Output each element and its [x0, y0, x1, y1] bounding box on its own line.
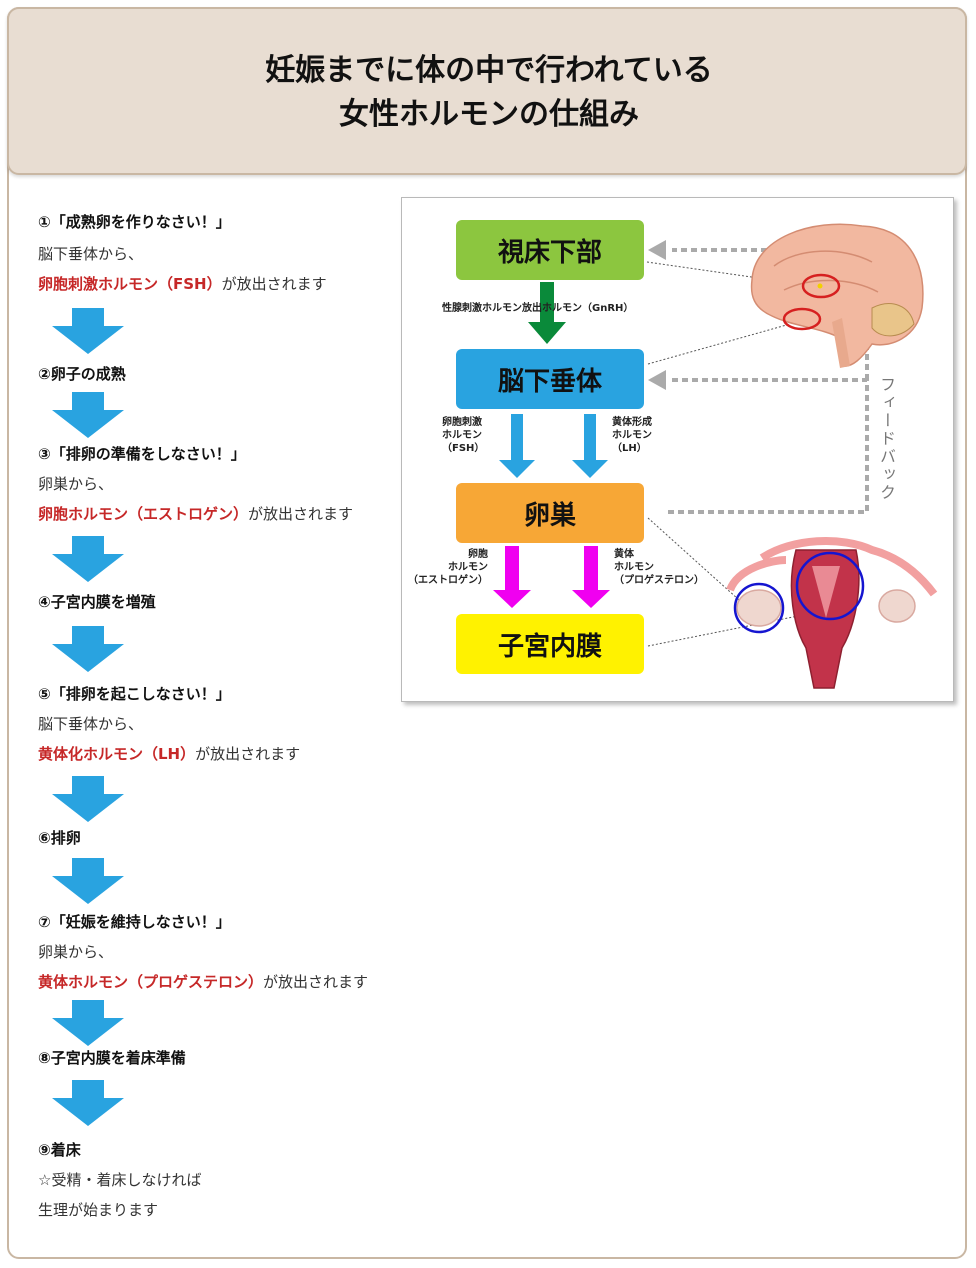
gnrh-label: 性腺刺激ホルモン放出ホルモン（GnRH） [442, 303, 634, 314]
step-5-hormone: 黄体化ホルモン（LH） [38, 745, 196, 763]
diagram-connectors [493, 223, 938, 689]
flow-arrow-2 [52, 392, 124, 438]
estrogen-label: 卵胞ホルモン（エストロゲン） [408, 549, 488, 586]
step-5-title: ⑤「排卵を起こしなさい！」 [38, 685, 231, 703]
step-8-title: ⑧子宮内膜を着床準備 [38, 1049, 186, 1067]
box-hypothalamus: 視床下部 [456, 220, 644, 280]
step-3-source: 卵巣から、 [38, 475, 114, 493]
step-1-suffix: が放出されます [221, 275, 327, 293]
feedback-arrowhead-2 [648, 370, 666, 390]
step-1-source: 脳下垂体から、 [38, 245, 144, 263]
step-5-hormone-line: 黄体化ホルモン（LH）が放出されます [38, 744, 300, 764]
step-3-suffix: が放出されます [248, 505, 354, 523]
hormone-diagram: 視床下部 脳下垂体 卵巣 子宮内膜 性腺刺激ホルモン放出ホルモン（GnRH） 卵… [401, 197, 954, 702]
feedback-to-pituitary [668, 378, 869, 514]
box-pituitary: 脳下垂体 [456, 349, 644, 409]
progesterone-arrow [572, 546, 610, 608]
box-ovary: 卵巣 [456, 483, 644, 543]
step-6-title: ⑥排卵 [38, 829, 81, 847]
flow-arrow-1 [52, 308, 124, 354]
header-banner: 妊娠までに体の中で行われている 女性ホルモンの仕組み [7, 7, 967, 175]
step-5-suffix: が放出されます [195, 745, 301, 763]
flow-arrow-3 [52, 536, 124, 582]
box-endometrium: 子宮内膜 [456, 614, 644, 674]
page-title: 妊娠までに体の中で行われている 女性ホルモンの仕組み [9, 49, 969, 137]
step-1-hormone: 卵胞刺激ホルモン（FSH） [38, 275, 222, 293]
step-1-title: ①「成熟卵を作りなさい！」 [38, 213, 231, 231]
step-7-title: ⑦「妊娠を維持しなさい！」 [38, 913, 231, 931]
step-9-title: ⑨着床 [38, 1141, 81, 1159]
flow-arrow-4 [52, 626, 124, 672]
fsh-label: 卵胞刺激ホルモン（FSH） [442, 417, 485, 454]
flow-arrow-5 [52, 776, 124, 822]
lh-label: 黄体形成ホルモン（LH） [612, 417, 652, 454]
estrogen-arrow [493, 546, 531, 608]
title-line-2: 女性ホルモンの仕組み [339, 97, 639, 132]
step-9-note-1: ☆受精・着床しなければ [38, 1171, 202, 1189]
uterus-illustration [726, 537, 938, 689]
step-7-hormone-line: 黄体ホルモン（プロゲステロン）が放出されます [38, 972, 368, 992]
step-4-title: ④子宮内膜を増殖 [38, 593, 156, 611]
feedback-label: フィードバック [877, 376, 896, 502]
fsh-arrow [499, 414, 535, 478]
step-7-source: 卵巣から、 [38, 943, 114, 961]
progesterone-label: 黄体ホルモン（プロゲステロン） [614, 549, 704, 586]
step-2-title: ②卵子の成熟 [38, 365, 126, 383]
step-1-hormone-line: 卵胞刺激ホルモン（FSH）が放出されます [38, 274, 327, 294]
step-3-hormone: 卵胞ホルモン（エストロゲン） [38, 505, 249, 523]
title-line-1: 妊娠までに体の中で行われている [265, 53, 713, 88]
step-3-title: ③「排卵の準備をしなさい！」 [38, 445, 246, 463]
flow-arrow-6 [52, 858, 124, 904]
flow-arrow-7 [52, 1000, 124, 1046]
lh-arrow [572, 414, 608, 478]
feedback-arrowhead-1 [648, 240, 666, 260]
flow-arrow-8 [52, 1080, 124, 1126]
step-5-source: 脳下垂体から、 [38, 715, 144, 733]
step-3-hormone-line: 卵胞ホルモン（エストロゲン）が放出されます [38, 504, 353, 524]
step-7-suffix: が放出されます [263, 973, 369, 991]
step-9-note-2: 生理が始まります [38, 1201, 159, 1219]
brain-illustration [750, 223, 924, 368]
step-7-hormone: 黄体ホルモン（プロゲステロン） [38, 973, 264, 991]
gnrh-arrow [528, 282, 566, 344]
